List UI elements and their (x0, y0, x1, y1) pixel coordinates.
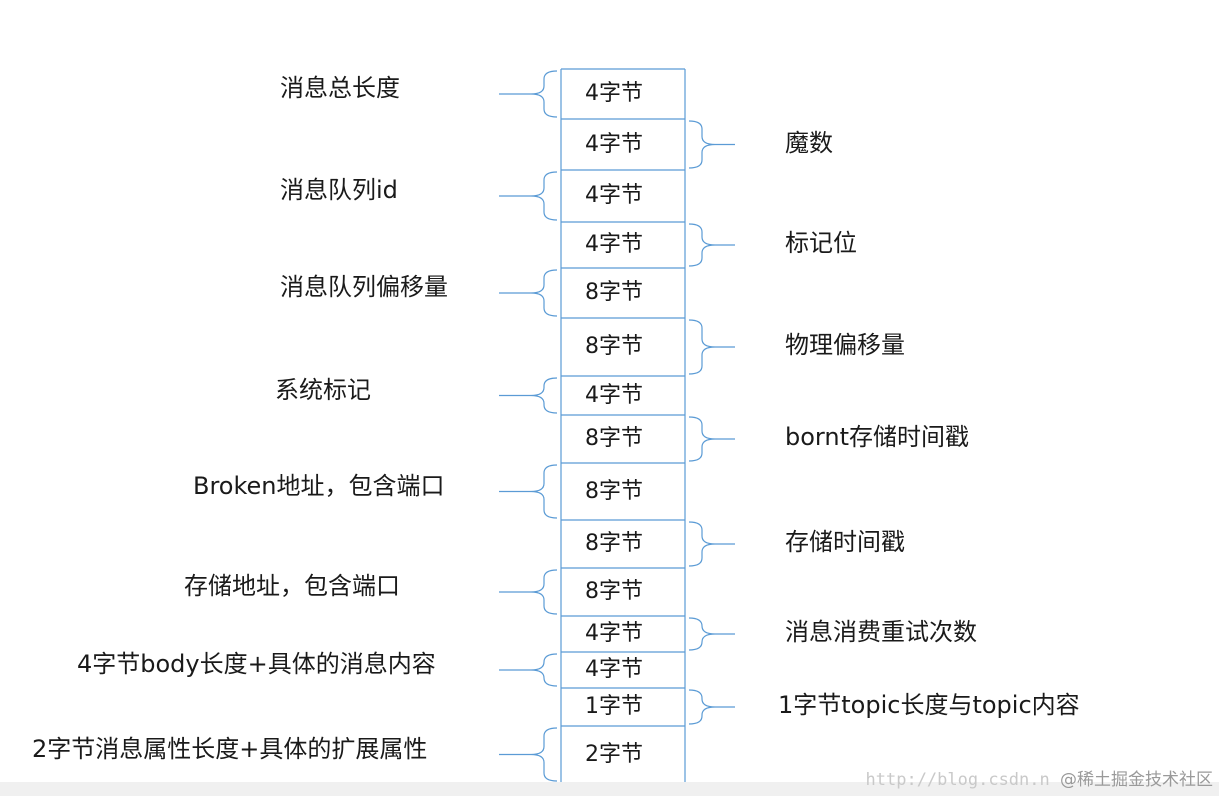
bottom-strip (0, 782, 1219, 796)
cell-label: 8字节 (585, 531, 643, 556)
left-brace (530, 269, 558, 317)
cell-label: 1字节 (585, 694, 643, 719)
left-field-label: 消息队列id (280, 176, 398, 204)
right-field-label: 标记位 (785, 229, 857, 257)
right-brace (688, 689, 716, 725)
right-field-label: 物理偏移量 (785, 331, 905, 359)
watermark: http://blog.csdn.n @稀土掘金技术社区 (866, 765, 1213, 790)
left-brace (530, 727, 558, 782)
left-field-label: 消息队列偏移量 (280, 273, 448, 301)
right-brace (688, 416, 716, 462)
left-field-label: 消息总长度 (280, 74, 400, 102)
left-brace (530, 377, 558, 414)
left-brace (530, 653, 558, 687)
right-field-label: bornt存储时间戳 (785, 423, 969, 451)
left-field-label: 4字节body长度+具体的消息内容 (77, 650, 436, 678)
left-brace (530, 464, 558, 519)
cell-label: 4字节 (585, 183, 643, 208)
cell-label: 8字节 (585, 426, 643, 451)
cell-label: 8字节 (585, 579, 643, 604)
watermark-brand: @稀土掘金技术社区 (1060, 770, 1213, 790)
right-field-label: 存储时间戳 (785, 528, 905, 556)
cell-label: 4字节 (585, 132, 643, 157)
cell-label: 4字节 (585, 657, 643, 682)
left-field-label: Broken地址，包含端口 (193, 472, 445, 500)
right-brace (688, 319, 716, 375)
watermark-url: http://blog.csdn.n (865, 770, 1050, 790)
right-brace (688, 223, 716, 267)
cell-label: 4字节 (585, 81, 643, 106)
cell-label: 8字节 (585, 280, 643, 305)
left-brace (530, 70, 558, 118)
right-brace (688, 617, 716, 651)
left-field-label: 系统标记 (275, 376, 371, 404)
cell-label: 8字节 (585, 479, 643, 504)
cell-label: 2字节 (585, 742, 643, 767)
right-field-label: 1字节topic长度与topic内容 (778, 691, 1080, 719)
cell-label: 8字节 (585, 334, 643, 359)
cell-label: 4字节 (585, 621, 643, 646)
cell-label: 4字节 (585, 383, 643, 408)
left-field-label: 存储地址，包含端口 (184, 572, 400, 600)
right-field-label: 魔数 (785, 129, 833, 157)
left-field-label: 2字节消息属性长度+具体的扩展属性 (32, 735, 428, 763)
left-brace (530, 569, 558, 615)
left-brace (530, 171, 558, 221)
right-brace (688, 521, 716, 567)
right-field-label: 消息消费重试次数 (785, 618, 977, 646)
right-brace (688, 120, 716, 169)
cell-label: 4字节 (585, 232, 643, 257)
